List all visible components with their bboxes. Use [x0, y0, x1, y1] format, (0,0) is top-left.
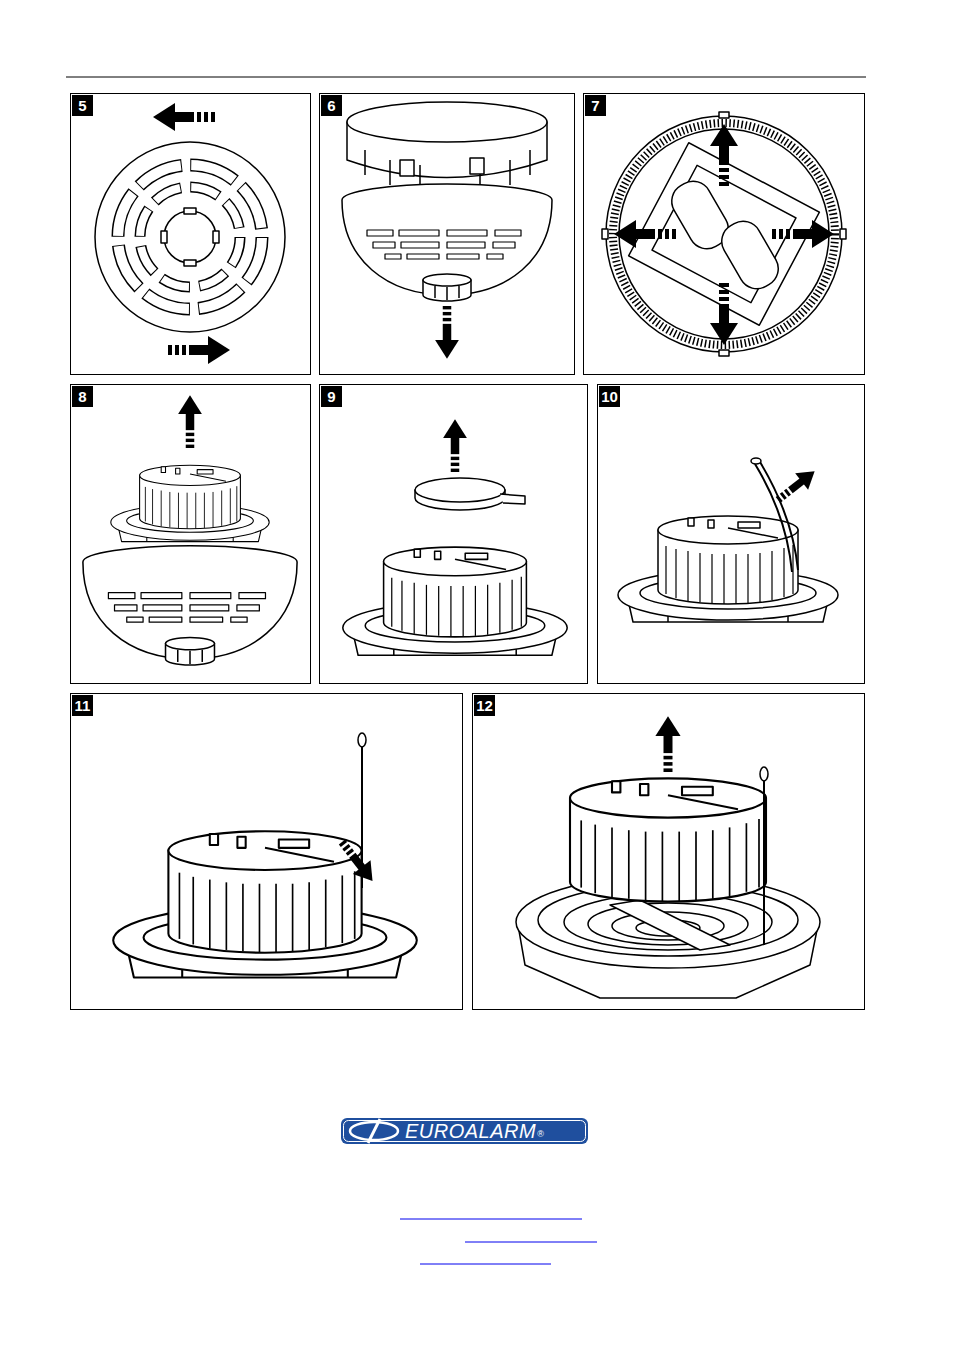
cleaning-swab	[751, 458, 798, 572]
rotate-arrow	[168, 336, 230, 364]
cleaning-swab	[760, 767, 768, 945]
figure-panel: 8	[70, 384, 311, 684]
figure-number: 12	[474, 695, 495, 716]
brand-logo: EUROALARM	[341, 1118, 588, 1144]
clip-arrow	[772, 220, 834, 248]
figure-panel: 10	[597, 384, 865, 684]
figure-number: 5	[72, 95, 93, 116]
lift-arrow	[178, 395, 202, 448]
brand-name: EUROALARM	[405, 1119, 536, 1143]
detector-base	[347, 102, 547, 190]
detector-top-view	[602, 112, 846, 356]
figure-number: 7	[585, 95, 606, 116]
rotate-arrow	[153, 103, 215, 131]
link-underline	[400, 1219, 597, 1264]
figure-panel: 5	[70, 93, 311, 375]
sensor-unit	[111, 465, 269, 541]
figure-panel: 11	[70, 693, 463, 1010]
lift-arrow	[443, 419, 467, 472]
registered-mark: ®	[537, 1129, 544, 1139]
cover-disc	[415, 478, 525, 510]
sensor-unit	[618, 516, 838, 622]
figure-panel: 9	[319, 384, 588, 684]
pull-arrow	[435, 306, 459, 359]
figure-number: 9	[321, 386, 342, 407]
sensor-chamber	[570, 778, 766, 901]
detector-cover	[95, 142, 285, 332]
rule-line	[66, 77, 866, 78]
figure-number: 10	[599, 386, 620, 407]
figure-panel: 7	[583, 93, 865, 375]
figure-number: 6	[321, 95, 342, 116]
detector-head	[342, 184, 552, 301]
insert-arrow	[772, 463, 822, 508]
detector-head	[83, 546, 297, 665]
clip-arrow	[710, 283, 738, 345]
clip-arrow	[614, 220, 676, 248]
figure-panel: 6	[319, 93, 575, 375]
figure-number: 8	[72, 386, 93, 407]
figure-panel: 12	[472, 693, 865, 1010]
logo-mark	[341, 1118, 588, 1144]
lift-arrow	[655, 716, 680, 772]
clip-arrow	[710, 124, 738, 186]
figure-number: 11	[72, 695, 93, 716]
sensor-unit	[113, 831, 417, 977]
clean-arrow	[333, 835, 381, 888]
sensor-unit	[343, 547, 567, 655]
